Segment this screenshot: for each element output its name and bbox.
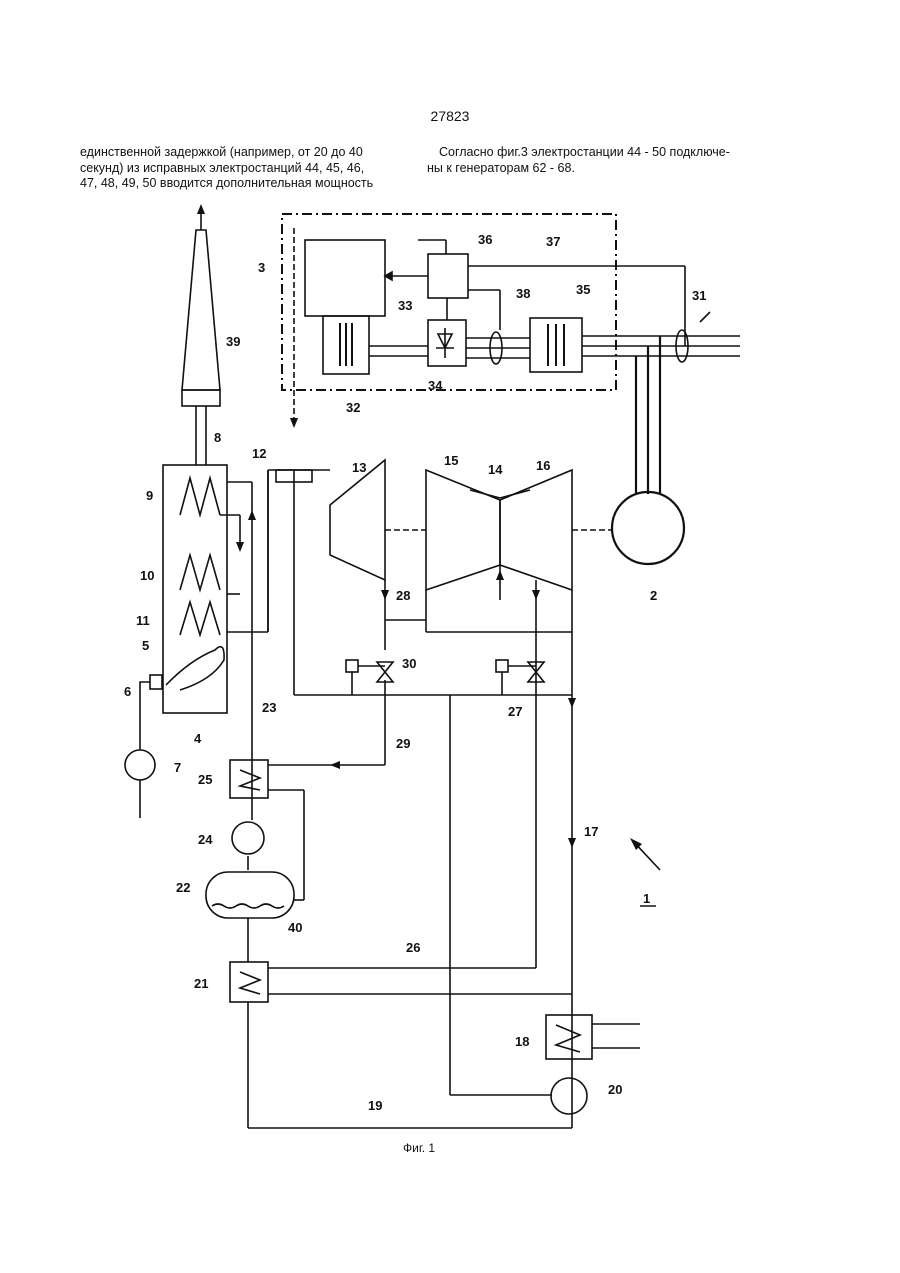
- label-16: 16: [536, 458, 550, 473]
- pump-7: [125, 750, 155, 780]
- turbine-16: [500, 470, 572, 590]
- generator-leads: [636, 336, 660, 494]
- label-4: 4: [194, 731, 202, 746]
- block-33: [305, 240, 385, 316]
- label-10: 10: [140, 568, 154, 583]
- label-15: 15: [444, 453, 458, 468]
- label-32: 32: [346, 400, 360, 415]
- pump-24: [232, 822, 264, 854]
- label-17: 17: [584, 824, 598, 839]
- label-21: 21: [194, 976, 208, 991]
- label-7: 7: [174, 760, 181, 775]
- label-24: 24: [198, 832, 213, 847]
- label-14: 14: [488, 462, 503, 477]
- label-25: 25: [198, 772, 212, 787]
- label-29: 29: [396, 736, 410, 751]
- label-18: 18: [515, 1034, 529, 1049]
- label-20: 20: [608, 1082, 622, 1097]
- valve-30: [346, 660, 393, 695]
- label-36: 36: [478, 232, 492, 247]
- label-19: 19: [368, 1098, 382, 1113]
- label-13: 13: [352, 460, 366, 475]
- control-wiring: [369, 240, 740, 364]
- label-5: 5: [142, 638, 149, 653]
- label-37: 37: [546, 234, 560, 249]
- pump-20: [551, 1078, 587, 1114]
- transformer-35-core: [548, 324, 564, 366]
- heat-exchanger-25: [230, 760, 268, 798]
- heat-exchanger-21: [230, 962, 268, 1002]
- label-11: 11: [136, 613, 150, 628]
- transformer-32-core: [340, 323, 352, 366]
- tank-40: [212, 904, 284, 908]
- label-6: 6: [124, 684, 131, 699]
- label-8: 8: [214, 430, 221, 445]
- boiler-4: [163, 465, 227, 713]
- burner-5: [150, 675, 162, 689]
- heater-9: [180, 478, 220, 515]
- label-35: 35: [576, 282, 590, 297]
- turbine-13: [330, 460, 385, 580]
- figure-caption: Фиг. 1: [403, 1141, 435, 1155]
- tank-22: [206, 872, 294, 918]
- block-36: [428, 254, 468, 298]
- process-piping: [268, 470, 572, 1128]
- label-9: 9: [146, 488, 153, 503]
- label-22: 22: [176, 880, 190, 895]
- boiler-piping: [220, 470, 330, 760]
- label-12: 12: [252, 446, 266, 461]
- label-27: 27: [508, 704, 522, 719]
- label-28: 28: [396, 588, 410, 603]
- heater-11: [180, 602, 220, 635]
- label-23: 23: [262, 700, 276, 715]
- fuel-line-6: [140, 682, 150, 750]
- generator-2: [612, 492, 684, 564]
- label-2: 2: [650, 588, 657, 603]
- heater-10: [180, 555, 220, 590]
- label-3: 3: [258, 260, 265, 275]
- label-38: 38: [516, 286, 530, 301]
- turbine-15: [426, 470, 500, 590]
- label-34: 34: [428, 378, 443, 393]
- cooler-18: [546, 1015, 592, 1059]
- thyristor-symbol: [436, 328, 454, 358]
- label-1: 1: [643, 891, 650, 906]
- burner-flame: [166, 647, 224, 690]
- label-31: 31: [692, 288, 706, 303]
- label-33: 33: [398, 298, 412, 313]
- label-26: 26: [406, 940, 420, 955]
- label-30: 30: [402, 656, 416, 671]
- label-39: 39: [226, 334, 240, 349]
- stack-39: [182, 230, 220, 390]
- label-40: 40: [288, 920, 302, 935]
